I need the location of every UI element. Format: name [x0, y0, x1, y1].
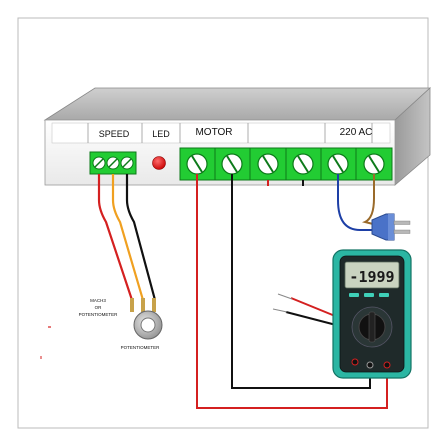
speed-terminal-screw[interactable] [92, 156, 106, 170]
multimeter-reading: -1999 [349, 268, 394, 286]
box-top-face [43, 87, 432, 121]
plug-prong [393, 229, 411, 234]
motor-wire-black [231, 174, 371, 389]
speed-terminal-screw[interactable] [106, 156, 120, 170]
pot-pin [141, 298, 145, 312]
power-label: 220 AC [340, 127, 373, 138]
multimeter-screen [344, 261, 400, 289]
motor-terminal-screw[interactable] [186, 153, 208, 175]
speed-wire-orange [111, 174, 145, 301]
test-probes [272, 293, 341, 327]
multimeter: -1999 [332, 249, 412, 379]
status-led [152, 156, 166, 170]
multimeter-rotary-dial[interactable] [358, 311, 386, 343]
motor-terminal-screw[interactable] [221, 153, 243, 175]
speed-wire-red [97, 174, 134, 301]
speed-wire-black [125, 174, 157, 301]
pot-knob[interactable] [140, 317, 156, 333]
power-plug [371, 213, 411, 241]
probe-lead-red [290, 297, 341, 319]
label-strip [51, 122, 391, 144]
plug-prong [393, 220, 411, 225]
potentiometer-label: POTENTIOMETER [121, 345, 161, 350]
speed-label: SPEED [99, 129, 130, 139]
multimeter-jack[interactable] [366, 361, 374, 369]
motor-label: MOTOR [195, 127, 232, 138]
probe-lead-black [285, 311, 341, 327]
multimeter-jack[interactable] [383, 361, 391, 369]
motor-power-terminal-block [179, 147, 393, 181]
multimeter-button[interactable] [349, 293, 359, 297]
multimeter-button[interactable] [379, 293, 389, 297]
pot-pin [152, 298, 156, 312]
power-terminal-screw[interactable] [363, 153, 385, 175]
potentiometer [130, 298, 163, 340]
led-label: LED [152, 129, 170, 139]
mach3-pot-label: POTENTIOMETER [79, 312, 119, 317]
terminal-screw[interactable] [257, 153, 279, 175]
speed-terminal-block [89, 151, 137, 175]
pot-pin [130, 298, 134, 312]
power-terminal-screw[interactable] [327, 153, 349, 175]
multimeter-jack[interactable] [351, 358, 359, 366]
power-wire-brown [361, 174, 375, 225]
multimeter-button[interactable] [364, 293, 374, 297]
mach3-label: MACH3 [90, 298, 106, 303]
speed-terminal-screw[interactable] [120, 156, 134, 170]
terminal-screw[interactable] [292, 153, 314, 175]
power-wire-blue [337, 174, 373, 231]
mach3-or-label: OR [95, 305, 103, 310]
motor-wire-red [196, 174, 388, 409]
